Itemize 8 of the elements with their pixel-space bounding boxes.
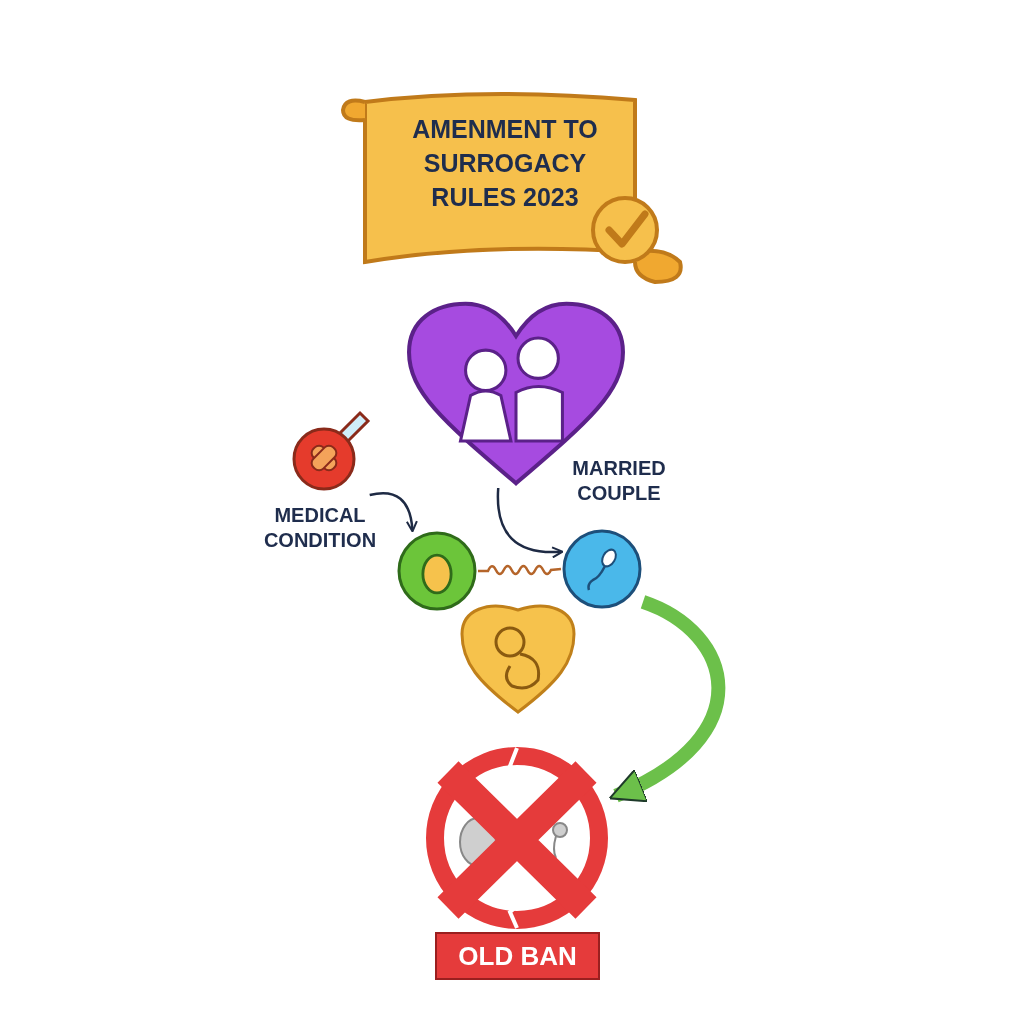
- wavy-line: [478, 565, 562, 575]
- curved-arrow: [496, 487, 564, 559]
- ribbon-banner: OLD BAN: [435, 932, 600, 980]
- curved-arrow: [369, 492, 418, 533]
- node-caption: MARRIED COUPLE: [571, 456, 667, 506]
- banner-title: AMENMENT TO SURROGACY RULES 2023: [411, 114, 599, 213]
- curved-arrow: [608, 595, 726, 803]
- node-caption: MEDICAL CONDITION: [262, 503, 378, 553]
